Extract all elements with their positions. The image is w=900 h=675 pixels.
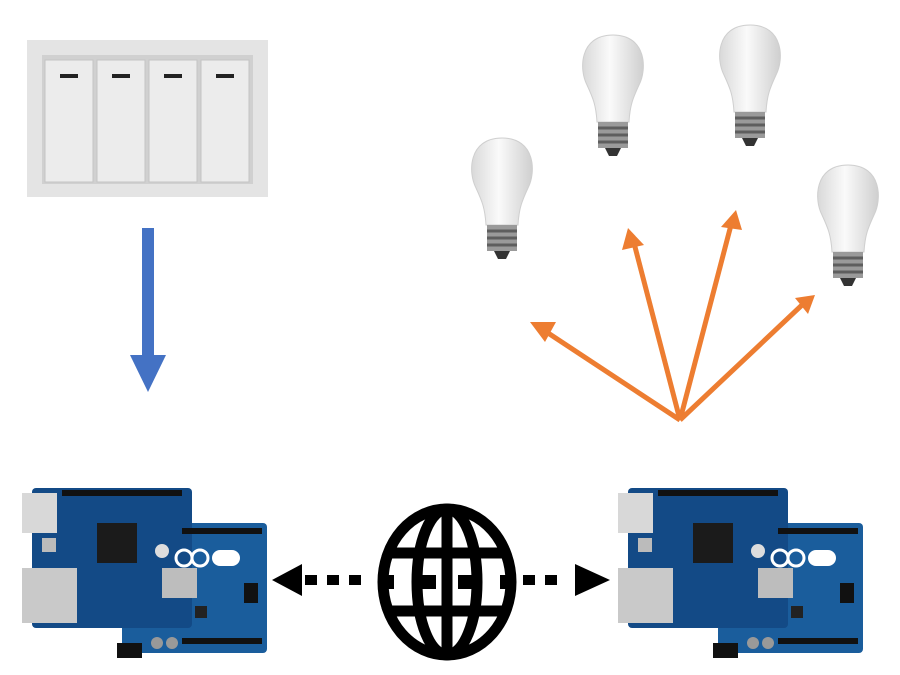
light-bulb-icon	[816, 163, 880, 288]
network-arrows	[272, 564, 610, 596]
light-switch-icon	[27, 40, 268, 197]
light-bulb-icon	[470, 136, 534, 261]
switch-to-board-arrow	[130, 228, 166, 392]
light-bulb-icon	[581, 33, 645, 158]
light-bulb-icon	[718, 23, 782, 148]
arduino-board-right	[616, 486, 865, 660]
board-to-bulbs-arrows	[530, 210, 815, 423]
arduino-board-left	[20, 486, 269, 660]
globe-icon	[377, 503, 517, 661]
